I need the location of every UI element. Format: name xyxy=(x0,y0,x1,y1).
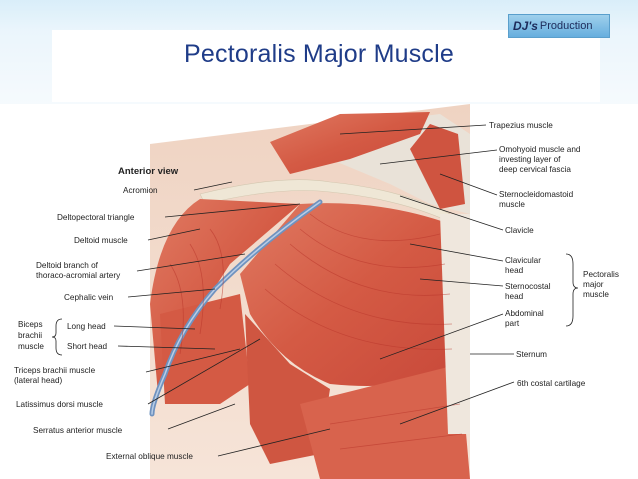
label-cephalic-vein: Cephalic vein xyxy=(64,293,114,302)
anatomy-figure: Anterior view Acromion Deltopectoral tri… xyxy=(0,104,638,479)
label-sternocostal-line2: head xyxy=(505,292,524,301)
logo-suffix: Production xyxy=(539,20,593,32)
cephalic-vein-highlight xyxy=(151,201,321,415)
label-latissimus: Latissimus dorsi muscle xyxy=(16,400,103,409)
label-trapezius: Trapezius muscle xyxy=(489,121,553,130)
label-sternocleido-line2: muscle xyxy=(499,200,525,209)
view-label: Anterior view xyxy=(118,166,179,177)
biceps-bracket xyxy=(51,318,63,356)
label-abdominal-line1: Abdominal xyxy=(505,309,544,318)
label-sternum: Sternum xyxy=(516,350,547,359)
external-oblique-muscle xyxy=(300,364,470,479)
label-long-head: Long head xyxy=(67,322,106,331)
label-biceps-line2: brachii xyxy=(18,331,42,340)
label-biceps-line1: Biceps xyxy=(18,320,43,329)
label-abdominal-line2: part xyxy=(505,319,520,328)
label-acromion: Acromion xyxy=(123,186,158,195)
muscle-fibers xyxy=(169,213,463,450)
label-omohyoid-line1: Omohyoid muscle and xyxy=(499,145,581,154)
label-omohyoid-line2: investing layer of xyxy=(499,155,561,164)
leader-lines xyxy=(113,124,515,457)
sternum-bone xyxy=(440,214,470,434)
label-pectoralis-line3: muscle xyxy=(583,290,609,299)
label-sternocostal-line1: Sternocostal xyxy=(505,282,551,291)
label-clavicle: Clavicle xyxy=(505,226,534,235)
label-deltoid-muscle: Deltoid muscle xyxy=(74,236,128,245)
label-biceps-line3: muscle xyxy=(18,342,44,351)
label-pectoralis-line1: Pectoralis xyxy=(583,270,619,279)
logo-brand: DJ's xyxy=(513,19,538,33)
sternocleidomastoid-muscle xyxy=(410,124,465,209)
production-logo: DJ's Production xyxy=(508,14,610,38)
pectoralis-major-muscle xyxy=(240,203,460,386)
deltoid-muscle xyxy=(150,199,300,394)
label-omohyoid-line3: deep cervical fascia xyxy=(499,165,571,174)
label-deltoid-branch-line1: Deltoid branch of xyxy=(36,261,99,270)
label-serratus: Serratus anterior muscle xyxy=(33,426,123,435)
label-external-oblique: External oblique muscle xyxy=(106,452,193,461)
label-clavicular-line1: Clavicular xyxy=(505,256,541,265)
pectoralis-bracket xyxy=(565,253,579,327)
label-short-head: Short head xyxy=(67,342,108,351)
label-costal-cartilage: 6th costal cartilage xyxy=(517,379,586,388)
page-title: Pectoralis Major Muscle xyxy=(184,40,454,68)
trapezius-muscle xyxy=(270,112,430,174)
label-sternocleido-line1: Sternocleidomastoid xyxy=(499,190,574,199)
label-pectoralis-line2: major xyxy=(583,280,604,289)
label-clavicular-line2: head xyxy=(505,266,524,275)
label-triceps-line1: Triceps brachii muscle xyxy=(14,366,96,375)
label-deltoid-branch-line2: thoraco-acromial artery xyxy=(36,271,121,280)
label-triceps-line2: (lateral head) xyxy=(14,376,63,385)
title-panel xyxy=(52,30,600,102)
label-deltopectoral-triangle: Deltopectoral triangle xyxy=(57,213,135,222)
anatomy-illustration: Anterior view Acromion Deltopectoral tri… xyxy=(14,104,619,479)
